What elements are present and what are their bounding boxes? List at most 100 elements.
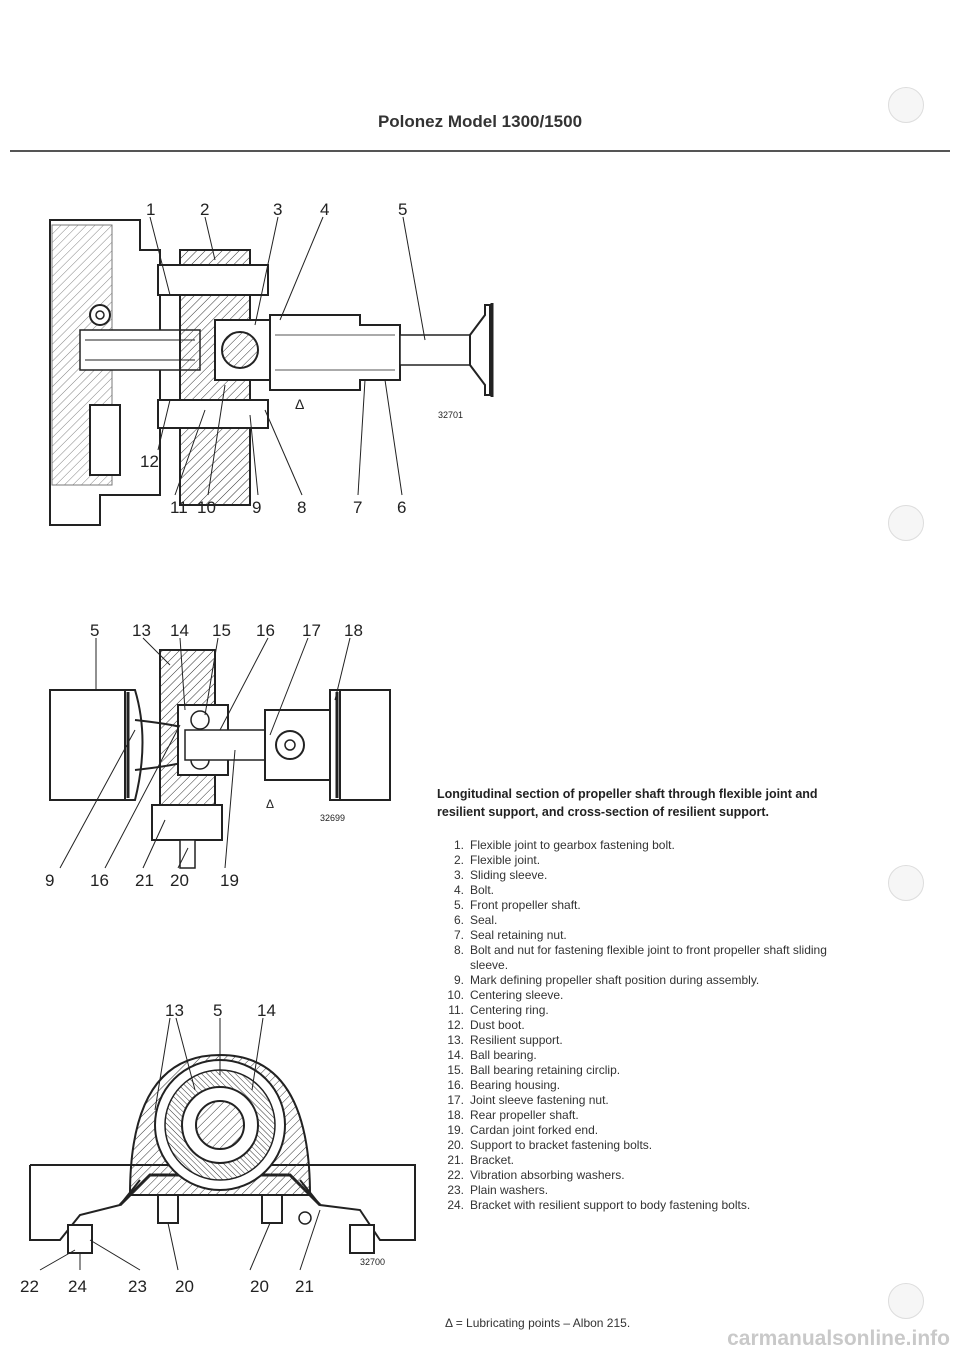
callout: 11 [170,498,188,517]
figure-caption: Longitudinal section of propeller shaft … [437,787,818,819]
legend-item-text: Centering ring. [470,1003,549,1017]
legend-item: 17.Joint sleeve fastening nut. [437,1093,857,1108]
legend-item-number: 22. [447,1168,464,1182]
lubrication-footnote: Δ = Lubricating points – Albon 215. [445,1316,631,1330]
legend-item-text: Ball bearing. [470,1048,537,1062]
legend-item: 19. Cardan joint forked end. [437,1123,857,1138]
callout: 19 [220,871,239,890]
legend-item-text: Joint sleeve fastening nut. [470,1093,609,1107]
legend-item: 14.Ball bearing. [437,1048,857,1063]
legend-item-number: 10. [447,988,464,1002]
callout: 21 [295,1277,314,1296]
legend-item-number: 11. [448,1003,464,1017]
parts-legend: 1.Flexible joint to gearbox fastening bo… [437,838,857,1213]
callout: 4 [320,200,329,219]
binder-hole [888,865,924,901]
callout: 23 [128,1277,147,1296]
legend-item-number: 4. [453,883,464,897]
callout: 1 [146,200,155,219]
callout: 12 [140,452,159,471]
callout: 6 [397,498,406,517]
callout: 20 [170,871,189,890]
legend-item-number: 19. [447,1123,464,1137]
callout: 5 [90,621,99,640]
legend-item: 7. Seal retaining nut. [437,928,857,943]
legend-item: 18.Rear propeller shaft. [437,1108,857,1123]
legend-item-text: Bracket with resilient support to body f… [470,1198,751,1212]
callout: 9 [45,871,54,890]
callout: 13 [132,621,151,640]
figure-code: 32700 [360,1257,385,1267]
legend-item-number: 3. [453,868,464,882]
binder-hole [888,87,924,123]
watermark: carmanualsonline.info [727,1327,950,1350]
legend-item: 9. Mark defining propeller shaft position… [437,973,857,988]
page-title: Polonez Model 1300/1500 [377,112,583,131]
legend-item-text: Cardan joint forked end. [470,1123,599,1137]
legend-item: 16. Bearing housing. [437,1078,857,1093]
legend-item-text: Dust boot. [470,1018,525,1032]
legend-item: 20.Support to bracket fastening bolts. [437,1138,857,1153]
legend-item-text: Support to bracket fastening bolts. [470,1138,653,1152]
legend-item-text: Bearing housing. [470,1078,561,1092]
legend-item-text: Centering sleeve. [470,988,564,1002]
legend-item-number: 15. [447,1063,464,1077]
legend-item-text: Mark defining propeller shaft position d… [470,973,760,987]
binder-hole [888,505,924,541]
legend-item: 15.Ball bearing retaining circlip. [437,1063,857,1078]
legend-item-text: Plain washers. [470,1183,549,1197]
legend-item-number: 2. [453,853,464,867]
legend-item-text: Seal. [470,913,498,927]
figure-code: 32699 [320,813,345,823]
callout: 3 [273,200,282,219]
legend-item: 1.Flexible joint to gearbox fastening bo… [437,838,857,853]
legend-item: 4. Bolt. [437,883,857,898]
legend-item-text: Sliding sleeve. [470,868,548,882]
callout: 14 [257,1001,276,1020]
legend-item: 8. Bolt and nut for fastening flexible jo… [437,943,857,973]
legend-item: 21. Bracket. [437,1153,857,1168]
legend-item-text: Bolt and nut for fastening flexible join… [470,943,827,972]
legend-item: 11. Centering ring. [437,1003,857,1018]
callout: 16 [90,871,109,890]
legend-item-text: Resilient support. [470,1033,563,1047]
callout: 15 [212,621,231,640]
legend-item-number: 9. [453,973,464,987]
callout: 14 [170,621,189,640]
legend-item-number: 12. [447,1018,464,1032]
callout: 20 [175,1277,194,1296]
header-divider [10,150,950,152]
callout: 10 [197,498,216,517]
legend-item-text: Bracket. [470,1153,515,1167]
callout: 17 [302,621,321,640]
callout: 18 [344,621,363,640]
legend-item-number: 16. [447,1078,464,1092]
legend-item: 3. Sliding sleeve. [437,868,857,883]
legend-item-text: Bolt. [470,883,495,897]
callout: 20 [250,1277,269,1296]
legend-item: 2.Flexible joint. [437,853,857,868]
legend-item-text: Front propeller shaft. [470,898,581,912]
legend-item-number: 23. [447,1183,464,1197]
legend-item-number: 7. [453,928,464,942]
lube-mark: Δ [295,396,304,412]
legend-item-number: 6. [453,913,464,927]
callout: 24 [68,1277,87,1296]
legend-item-text: Flexible joint to gearbox fastening bolt… [470,838,675,852]
legend-item: 6. Seal. [437,913,857,928]
callout: 21 [135,871,154,890]
callout: 5 [398,200,407,219]
legend-item-number: 8. [453,943,464,957]
legend-item-number: 21. [447,1153,464,1167]
figure-code: 32701 [438,410,463,420]
binder-hole [888,1283,924,1319]
figure-flexible-joint-section: Δ 1 2 3 4 5 12 11 10 9 8 7 6 32701 [40,195,520,540]
legend-item: 22.Vibration absorbing washers. [437,1168,857,1183]
callout: 22 [20,1277,39,1296]
legend-item-text: Seal retaining nut. [470,928,567,942]
legend-item: 23. Plain washers. [437,1183,857,1198]
figure-resilient-support-cross-section: 32700 13 5 14 22 24 23 20 20 21 [20,1000,430,1300]
callout: 5 [213,1001,222,1020]
callout: 8 [297,498,306,517]
lube-mark: Δ [266,797,274,811]
